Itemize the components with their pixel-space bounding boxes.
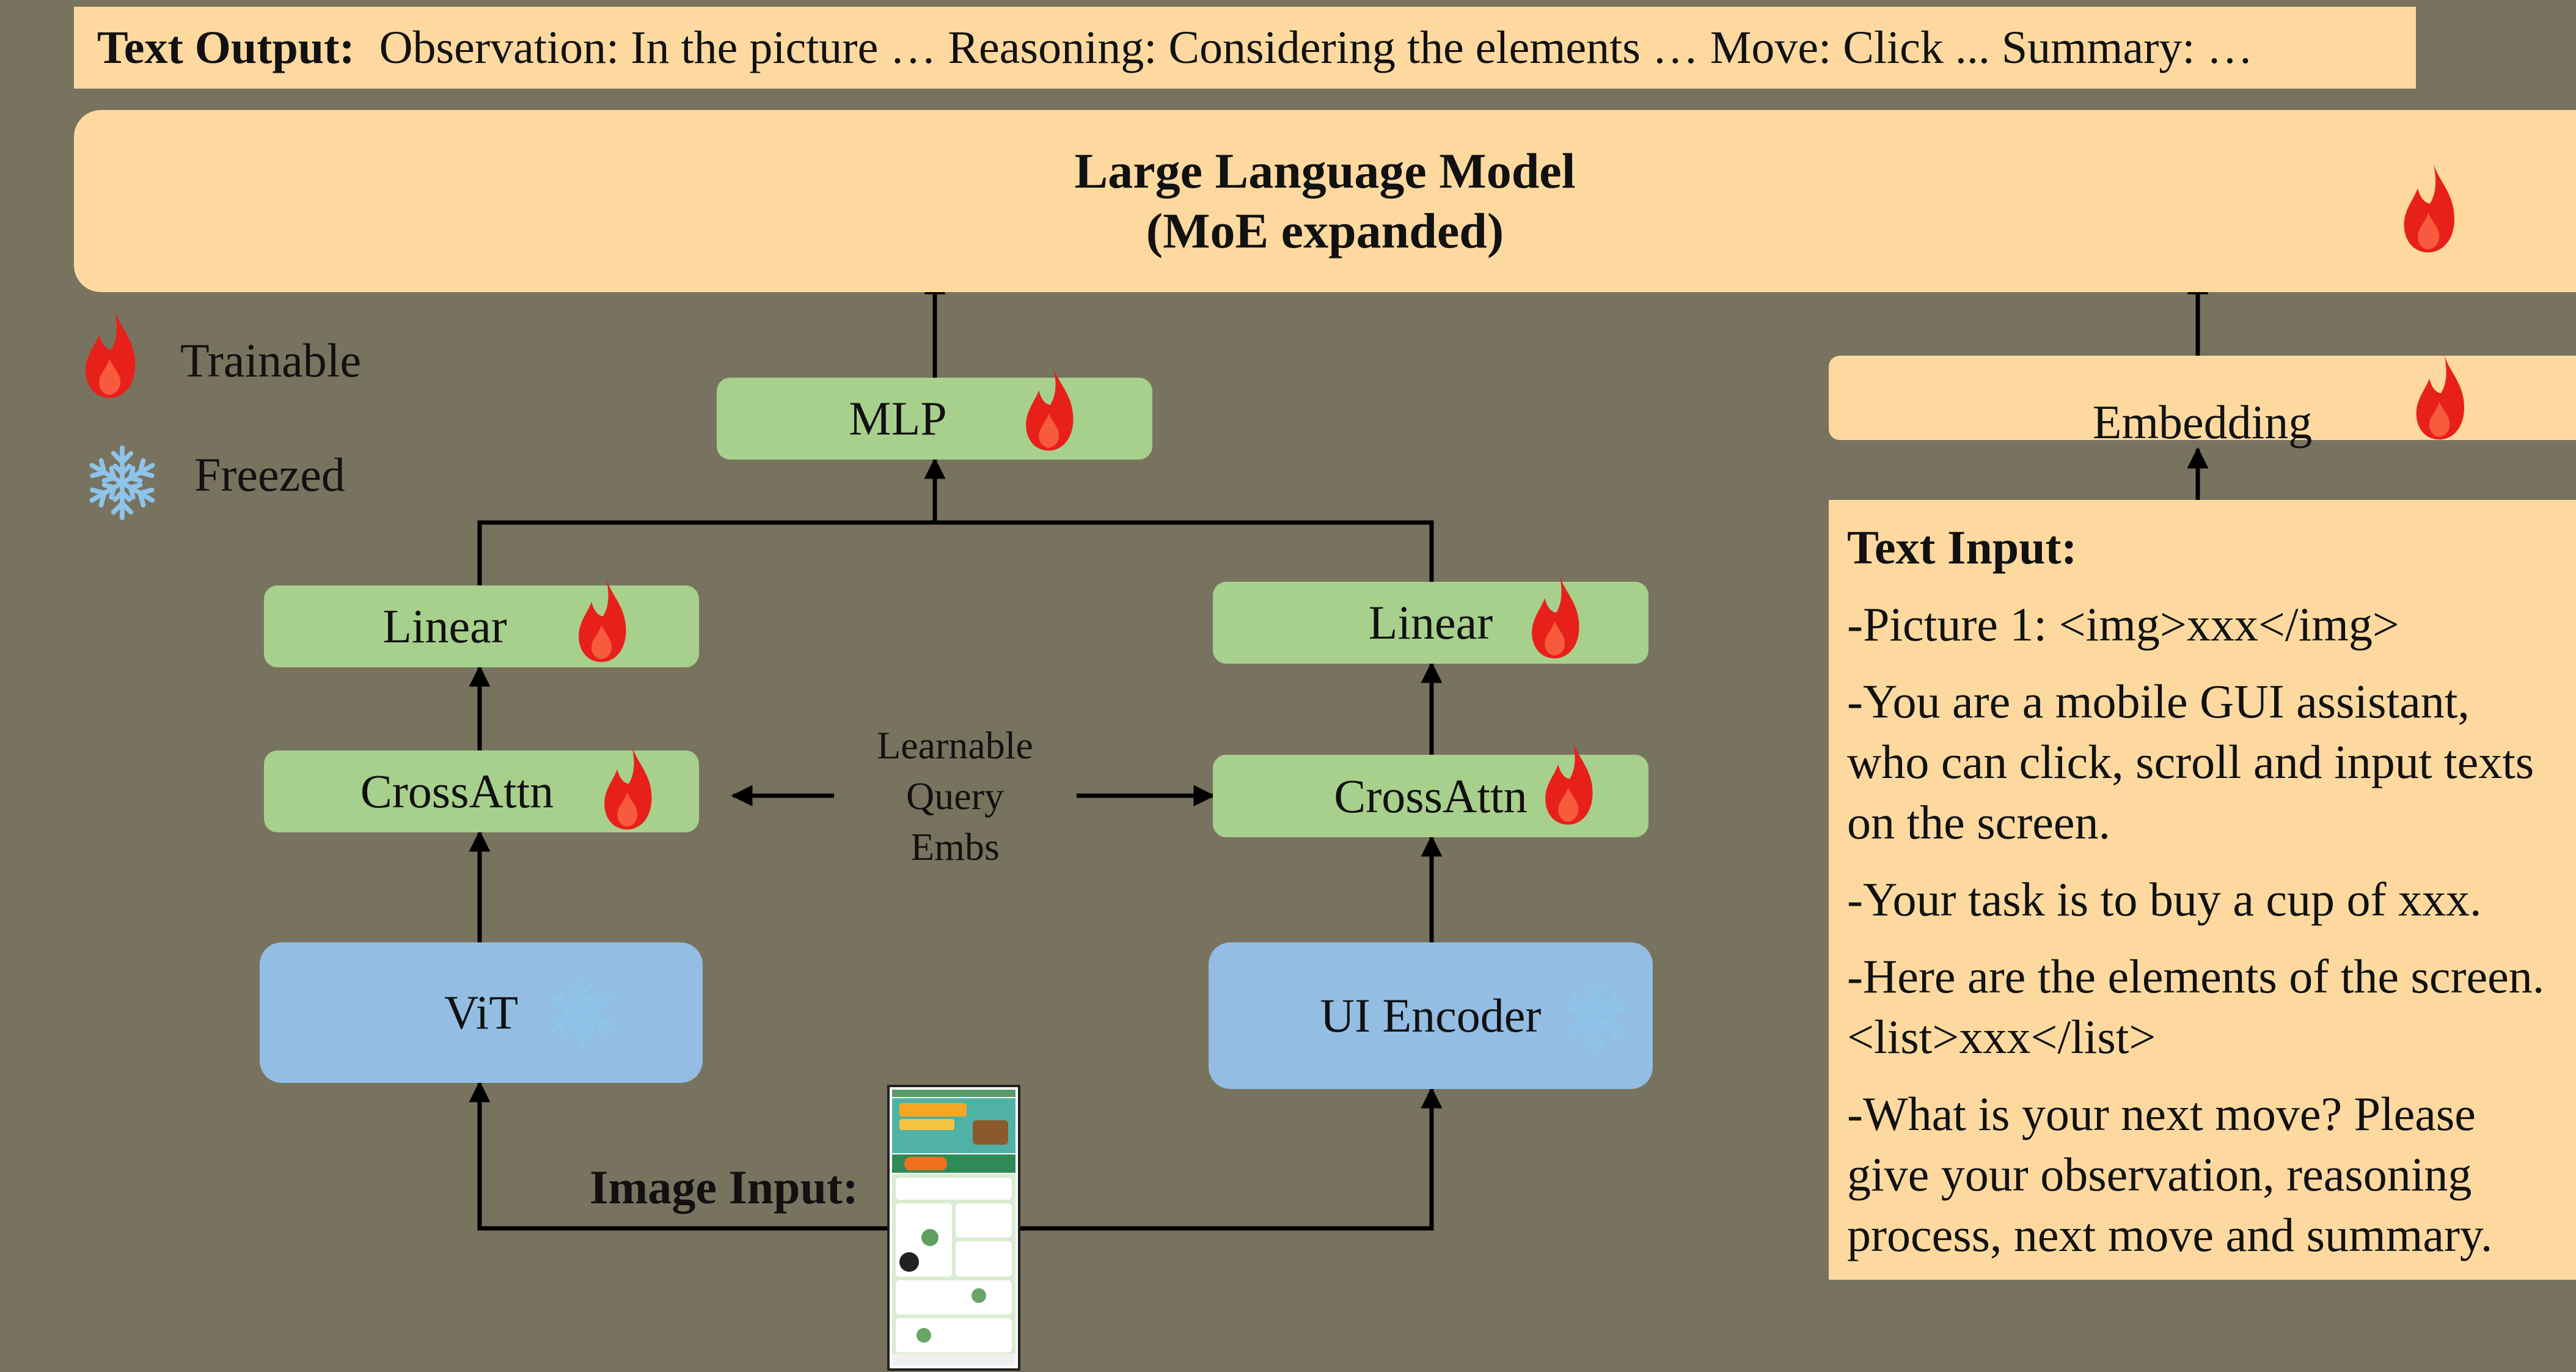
text-input-line: -Your task is to buy a cup of xxx. <box>1847 873 2482 926</box>
text-output-label: Text Output: <box>97 21 355 73</box>
text-input-line: -You are a mobile GUI assistant, who can… <box>1847 675 2534 849</box>
phone-screenshot-thumbnail <box>887 1085 1020 1371</box>
flame-icon <box>2404 161 2454 252</box>
llm-title-line2: (MoE expanded) <box>1146 203 1504 259</box>
embedding-flame-icon <box>2416 352 2464 440</box>
query-embs-line2: Query <box>906 774 1004 818</box>
mlp-label: MLP <box>849 392 947 445</box>
mlp-flame-icon <box>1026 364 1074 451</box>
vit-block: ViT <box>260 942 703 1083</box>
text-input-line: -What is your next move? Please give you… <box>1847 1087 2493 1261</box>
legend-flame-icon <box>86 307 136 398</box>
crossattn-left-label: CrossAttn <box>360 765 554 818</box>
text-output-content: Observation: In the picture … Reasoning:… <box>379 21 2253 73</box>
crossattn-right-flame-icon <box>1545 738 1593 825</box>
ui-encoder-snowflake-icon <box>1557 981 1633 1055</box>
merge-line <box>477 520 1434 585</box>
image-input-label: Image Input: <box>590 1161 858 1214</box>
linear-left-label: Linear <box>382 600 507 653</box>
mlp-block: MLP <box>717 378 1152 460</box>
vit-snowflake-icon <box>544 977 620 1051</box>
text-input-box: Text Input: -Picture 1: <img>xxx</img> -… <box>1829 500 2576 1280</box>
arrow-image-to-uiencoder <box>1020 1087 1443 1231</box>
llm-box: Large Language Model (MoE expanded) <box>74 110 2576 292</box>
linear-right-label: Linear <box>1368 596 1493 649</box>
legend-snowflake-icon <box>82 445 162 523</box>
text-output-bar: Text Output: Observation: In the picture… <box>74 7 2416 89</box>
query-embs-label: Learnable Query Embs <box>848 720 1062 872</box>
llm-title-line1: Large Language Model <box>1074 142 1576 199</box>
text-input-line: -Picture 1: <img>xxx</img> <box>1847 598 2399 651</box>
linear-right-flame-icon <box>1532 572 1579 659</box>
query-embs-line3: Embs <box>910 825 1000 868</box>
ui-encoder-label: UI Encoder <box>1320 989 1542 1042</box>
embedding-label: Embedding <box>2092 395 2313 449</box>
linear-left-flame-icon <box>579 576 626 662</box>
crossattn-right-label: CrossAttn <box>1334 769 1528 823</box>
linear-left-block: Linear <box>264 585 699 667</box>
arrow-image-to-vit <box>469 1080 889 1231</box>
vit-label: ViT <box>444 986 518 1039</box>
text-input-line: -Here are the elements of the screen. <l… <box>1847 950 2545 1063</box>
crossattn-left-flame-icon <box>604 743 652 830</box>
query-embs-line1: Learnable <box>877 724 1033 767</box>
legend-freezed-label: Freezed <box>194 448 345 501</box>
text-input-title: Text Input: <box>1847 521 2077 574</box>
legend-trainable-label: Trainable <box>180 334 362 387</box>
